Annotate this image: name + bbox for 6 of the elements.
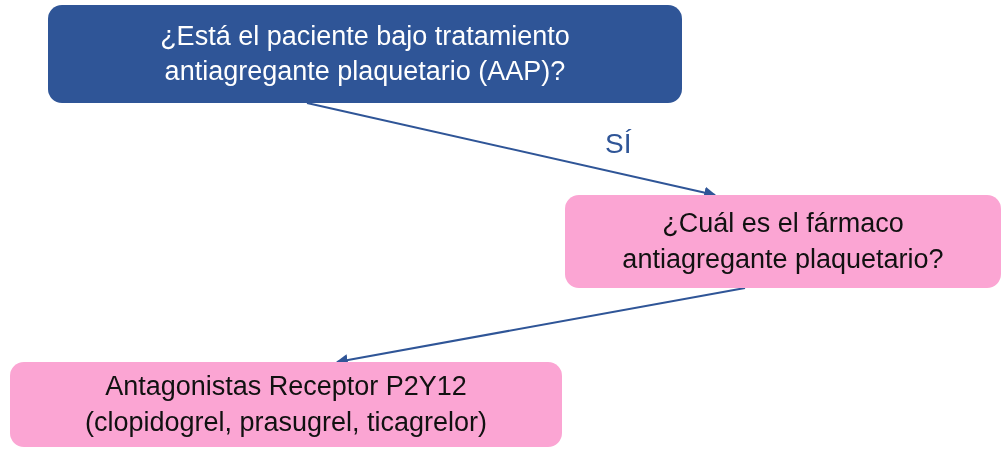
node-text: Antagonistas Receptor P2Y12 (clopidogrel, prasugrel, ticagrelor)	[83, 370, 489, 439]
node-text: ¿Cuál es el fármaco antiagregante plaquetario?	[621, 207, 945, 276]
node-text: ¿Está el paciente bajo tratamiento antiagregante plaquetario (AAP)?	[159, 19, 571, 88]
question-box	[48, 5, 682, 103]
answer-box	[565, 195, 1001, 288]
answer-box	[10, 362, 562, 447]
